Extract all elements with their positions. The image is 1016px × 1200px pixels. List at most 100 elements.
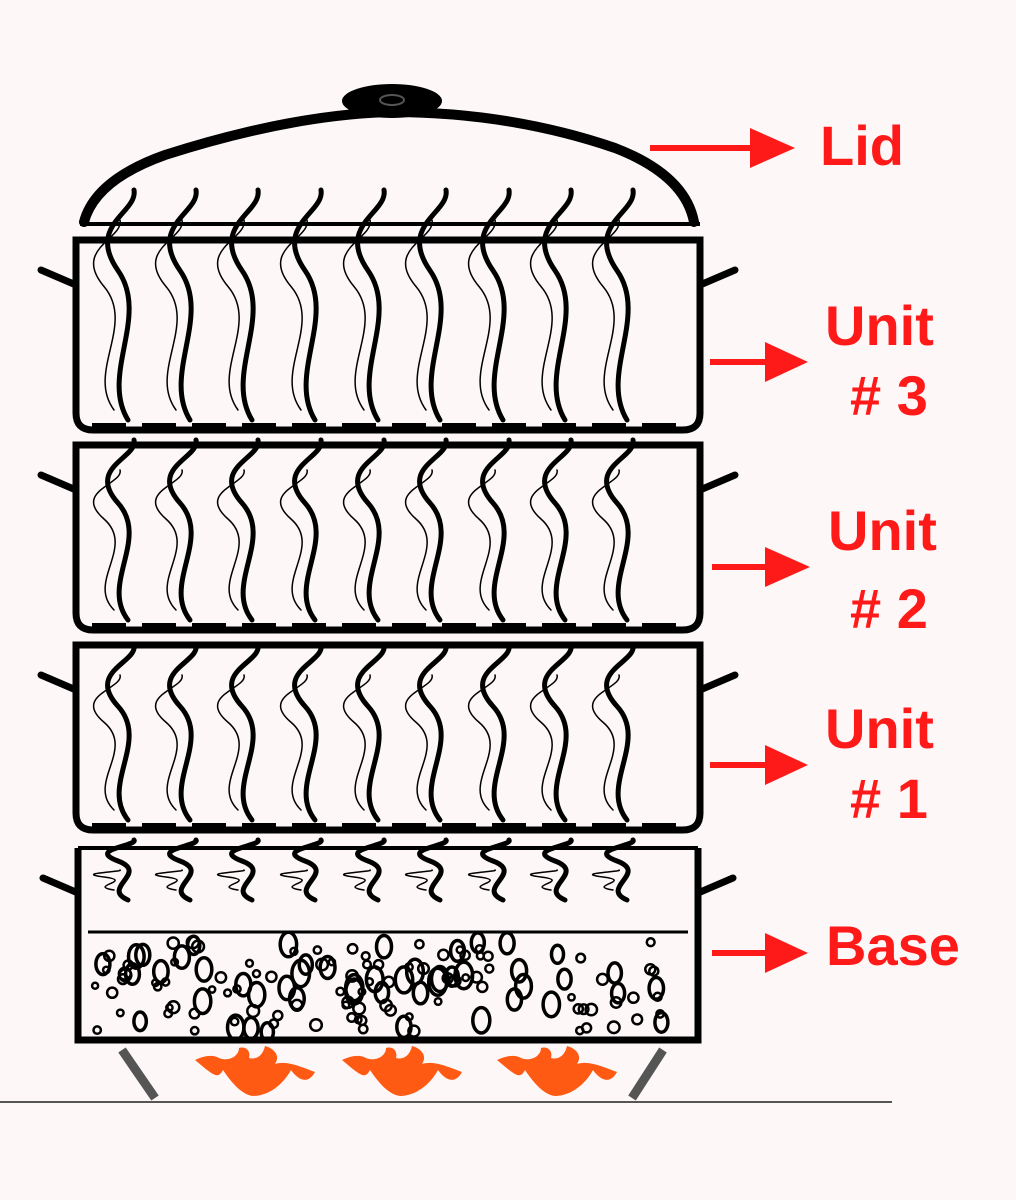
bubble-icon <box>372 958 385 971</box>
bubble-icon <box>126 943 146 970</box>
bubble-icon <box>92 1025 103 1036</box>
steam-wisp-icon <box>417 837 449 903</box>
steam-wisp-icon <box>229 642 261 823</box>
steam-wisp-icon <box>229 187 261 423</box>
bubble-icon <box>471 1005 492 1035</box>
bubble-icon <box>357 1023 369 1035</box>
lid <box>79 84 700 227</box>
bubble-icon <box>234 971 253 998</box>
steam-wisp-icon <box>229 837 261 903</box>
steam-wisp-icon <box>216 674 245 811</box>
steam-wisp-icon <box>592 869 620 891</box>
bubble-icon <box>505 987 524 1012</box>
bubble-icon <box>461 973 471 983</box>
bubble-icon <box>627 991 640 1005</box>
bubble-icon <box>513 972 534 1000</box>
base-leg-right <box>628 1047 667 1101</box>
lid-knob <box>342 84 442 118</box>
bubble-icon <box>251 968 262 979</box>
flames-group <box>195 1046 617 1096</box>
steam-wisp-icon <box>417 437 449 623</box>
steam-wisp-icon <box>604 187 636 423</box>
bubble-icon <box>259 1021 276 1043</box>
unit-2-handle-left <box>37 471 80 494</box>
flame-icon <box>342 1046 462 1096</box>
flame-icon <box>497 1046 617 1096</box>
bubble-icon <box>476 980 489 994</box>
steam-wisp-icon <box>342 674 371 811</box>
unit-1-handle-left <box>37 671 80 694</box>
bubble-icon <box>549 943 566 966</box>
bubble-icon <box>272 1009 284 1022</box>
bubble-icon <box>345 968 360 983</box>
bubble-icon <box>584 1002 599 1017</box>
bubble-icon <box>361 959 373 970</box>
bubble-icon <box>189 1025 200 1036</box>
bubble-icon <box>265 970 278 984</box>
steam-wisp-icon <box>591 469 620 611</box>
steam-wisp-icon <box>167 642 199 823</box>
base-label: Base <box>826 914 960 977</box>
steam-wisp-icon <box>154 219 183 411</box>
bubble-icon <box>631 1013 644 1026</box>
steam-wisp-icon <box>167 837 199 903</box>
bubble-icon <box>222 988 233 998</box>
steam-wisp-icon <box>480 642 512 823</box>
bubble-icon <box>647 975 666 1001</box>
bubble-icon <box>433 996 443 1007</box>
steam-wisp-icon <box>279 219 308 411</box>
bubble-icon <box>395 1014 413 1040</box>
steam-wisp-icon <box>216 469 245 611</box>
steam-wisp-icon <box>229 437 261 623</box>
unit-3-handle-right <box>696 266 739 289</box>
bubble-icon <box>414 938 425 950</box>
boiling-water-bubbles <box>90 930 670 1043</box>
steam-wisp-icon <box>468 869 496 891</box>
steam-wisp-icon <box>542 642 574 823</box>
unit-2-label-line2: # 2 <box>850 577 928 640</box>
bubble-icon <box>404 962 414 973</box>
steam-wisp-icon <box>529 219 558 411</box>
bubble-icon <box>469 931 487 955</box>
steam-wisp-icon <box>92 674 121 811</box>
steam-wisp-icon <box>105 642 137 823</box>
bubble-icon <box>645 937 656 948</box>
unit-3-tier <box>37 236 739 434</box>
lid-knob-highlight <box>379 94 405 106</box>
steam-wisp-icon <box>529 674 558 811</box>
bubble-icon <box>166 936 181 950</box>
steam-wisp-icon <box>92 219 121 411</box>
steam-wisp-icon <box>217 869 245 891</box>
unit-1-tier <box>37 641 739 834</box>
bubble-icon <box>207 985 217 994</box>
bubble-icon <box>132 1010 149 1033</box>
steam-wisp-icon <box>404 219 433 411</box>
bubble-icon <box>335 986 346 997</box>
bubble-icon <box>541 990 562 1019</box>
bubble-icon <box>346 942 359 955</box>
steam-wisp-icon <box>155 869 183 891</box>
bubble-icon <box>185 935 201 950</box>
label-arrows <box>650 128 810 973</box>
bubble-icon <box>411 980 430 1006</box>
bubble-icon <box>577 1003 590 1016</box>
steam-wisp-icon <box>542 837 574 903</box>
steam-wisp-icon <box>93 869 121 891</box>
bubble-icon <box>609 996 623 1009</box>
steam-wisp-icon <box>591 674 620 811</box>
bubble-icon <box>484 963 495 974</box>
steam-wisps <box>92 187 636 903</box>
bubble-icon <box>297 953 315 977</box>
steam-wisp-icon <box>105 437 137 623</box>
bubble-icon <box>437 948 450 962</box>
steam-wisp-icon <box>529 469 558 611</box>
bubble-icon <box>567 992 576 1002</box>
unit-2-label-line1: Unit <box>828 499 937 562</box>
steam-wisp-icon <box>292 437 324 623</box>
bubble-icon <box>151 958 170 985</box>
bubble-icon <box>312 945 323 956</box>
bubble-icon <box>344 977 365 1006</box>
steam-wisp-icon <box>355 437 387 623</box>
